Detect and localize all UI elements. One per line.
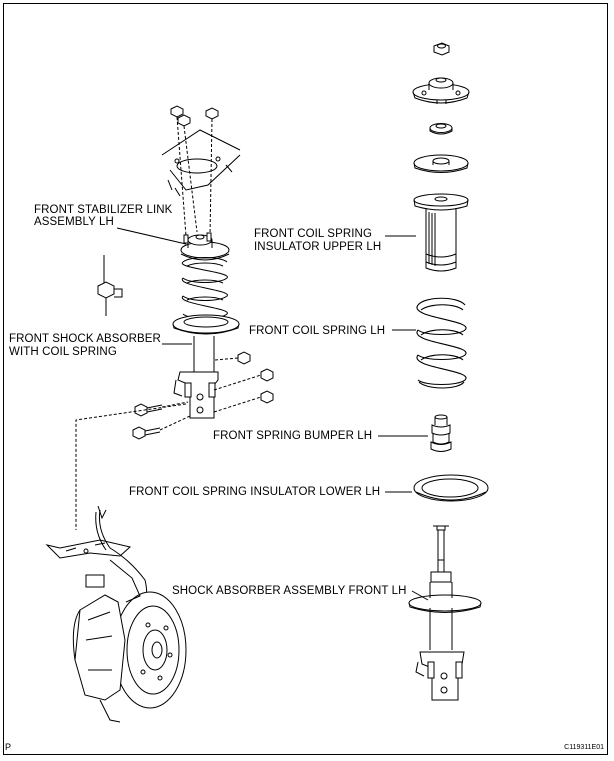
label-insulator-lower: FRONT COIL SPRING INSULATOR LOWER LH xyxy=(129,486,381,498)
shock-absorber-assembly xyxy=(408,525,482,701)
label-stabilizer-link-line2: ASSEMBLY LH xyxy=(34,216,114,228)
knuckle-and-brake xyxy=(45,505,187,723)
label-insulator-upper-line1: FRONT COIL SPRING xyxy=(254,228,372,240)
upper-spring-seat xyxy=(413,154,469,173)
strut-bolts-and-nuts xyxy=(132,351,274,440)
label-shock-with-spring-line1: FRONT SHOCK ABSORBER xyxy=(9,333,161,345)
label-insulator-upper-line2: INSULATOR UPPER LH xyxy=(254,241,382,253)
upper-nut xyxy=(433,42,450,56)
label-stabilizer-link-line1: FRONT STABILIZER LINK xyxy=(34,204,173,216)
page-marker: P xyxy=(5,742,12,752)
leader-lines xyxy=(116,227,429,601)
coil-spring-insulator-lower xyxy=(413,474,489,502)
figure-id: C119311E01 xyxy=(564,744,604,751)
label-shock-with-spring-line2: WITH COIL SPRING xyxy=(9,346,117,358)
bolt-dash-lines xyxy=(75,357,262,530)
label-spring-bumper: FRONT SPRING BUMPER LH xyxy=(213,430,373,442)
diagram-frame xyxy=(3,3,608,755)
dust-seal xyxy=(429,123,453,135)
label-coil-spring: FRONT COIL SPRING LH xyxy=(249,325,386,337)
label-shock-absorber-assembly: SHOCK ABSORBER ASSEMBLY FRONT LH xyxy=(172,585,407,597)
suspension-support xyxy=(412,77,470,104)
assembled-strut xyxy=(172,232,240,419)
body-mounting-sketch xyxy=(161,129,241,197)
coil-spring-insulator-upper xyxy=(413,193,469,272)
upper-mount-nuts xyxy=(170,105,219,127)
coil-spring xyxy=(416,297,467,389)
stabilizer-link xyxy=(97,255,123,316)
stud-dash-lines xyxy=(176,116,213,237)
spring-bumper xyxy=(430,414,452,452)
